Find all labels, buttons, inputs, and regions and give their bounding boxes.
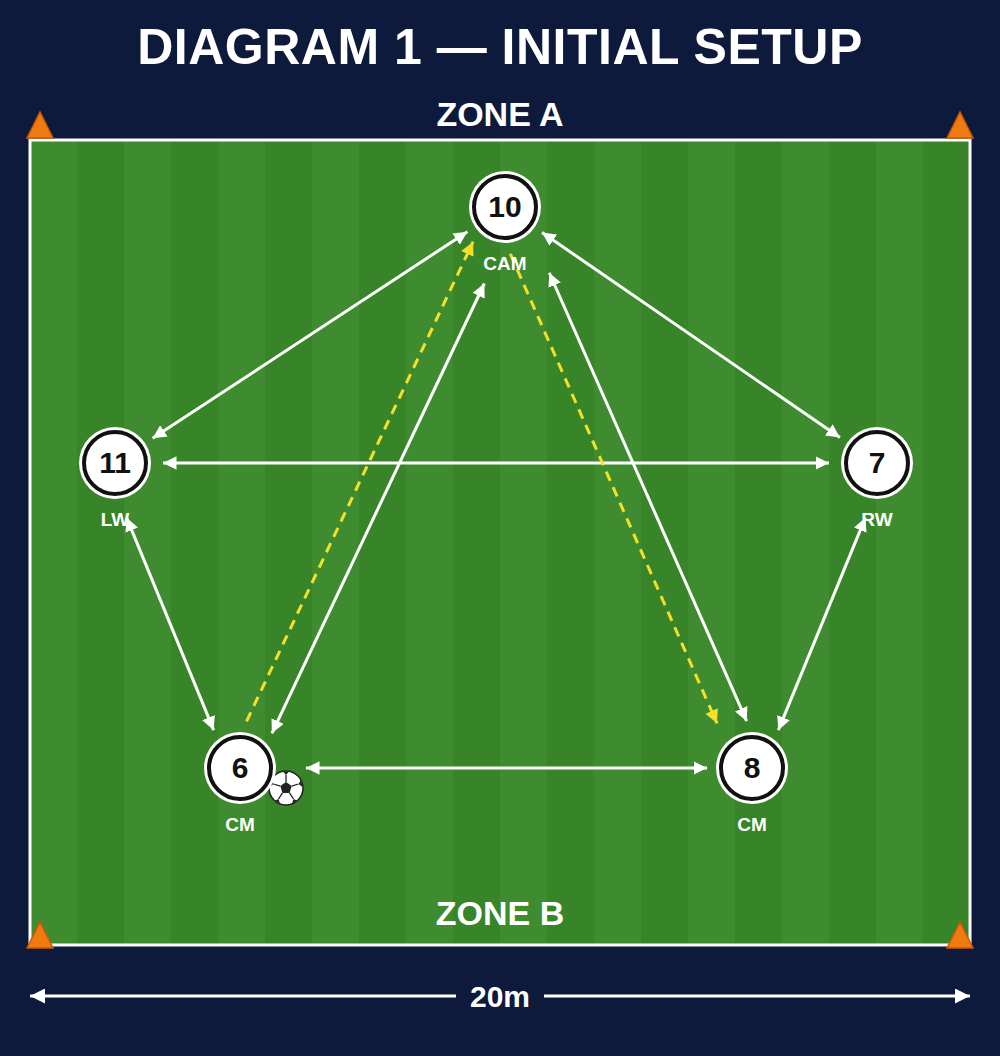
passing-arrow [272,284,484,734]
player-number: 10 [488,192,521,222]
passing-arrow [542,233,840,438]
passing-arrow [153,232,468,439]
player-number: 7 [869,448,886,478]
player-circle: 6CM [207,735,273,801]
passing-arrow [306,767,707,770]
player-number: 6 [232,753,249,783]
passing-arrow [163,462,829,465]
diagram-title: DIAGRAM 1 — INITIAL SETUP [137,20,863,75]
pitch [30,140,970,945]
ball-path-arrow [510,254,717,723]
passing-arrow [127,518,214,730]
position-label: RW [861,510,892,531]
ball [269,771,303,805]
player-circle: 7RW [844,430,910,496]
cone [947,922,973,948]
position-label: CM [225,815,255,836]
passing-arrow [778,518,865,730]
cone [27,112,53,138]
player-number: 11 [99,448,131,478]
passing-arrow [549,273,746,721]
cones [27,112,973,948]
player-number: 8 [744,753,761,783]
position-label: CAM [483,254,526,275]
player-circle: 11LW [82,430,148,496]
cone [27,922,53,948]
zone-label: ZONE B [436,895,564,932]
ball-path-arrow [247,242,474,722]
player-circle: 10CAM [472,174,538,240]
zone-label: ZONE A [436,96,563,133]
dimension-label: 20m [456,980,544,1013]
cone [947,112,973,138]
position-label: LW [101,510,130,531]
player-circle: 8CM [719,735,785,801]
position-label: CM [737,815,767,836]
